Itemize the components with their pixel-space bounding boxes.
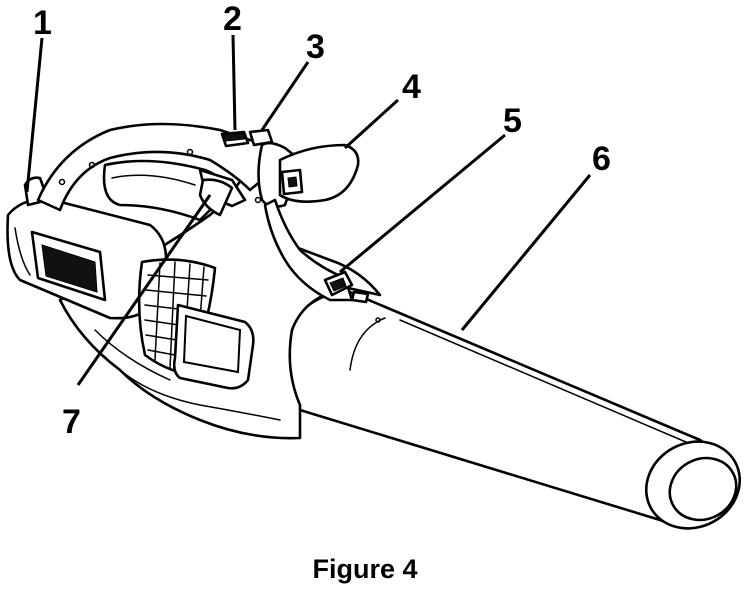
callout-7: 7 xyxy=(62,403,81,441)
blower-tube xyxy=(287,288,742,530)
callout-1: 1 xyxy=(33,4,52,42)
control-arm xyxy=(263,198,381,323)
callout-6: 6 xyxy=(592,140,611,178)
callout-4: 4 xyxy=(402,68,421,106)
figure-caption: Figure 4 xyxy=(312,554,417,584)
callout-5: 5 xyxy=(503,102,522,140)
callout-labels: 1 2 3 4 5 6 7 xyxy=(33,0,611,441)
trigger xyxy=(198,178,234,217)
housing-panel xyxy=(172,303,255,390)
callout-2: 2 xyxy=(223,0,242,38)
callout-3: 3 xyxy=(306,28,325,66)
leader-lines xyxy=(25,34,592,386)
speed-control xyxy=(257,141,360,208)
battery-pack xyxy=(6,176,168,320)
